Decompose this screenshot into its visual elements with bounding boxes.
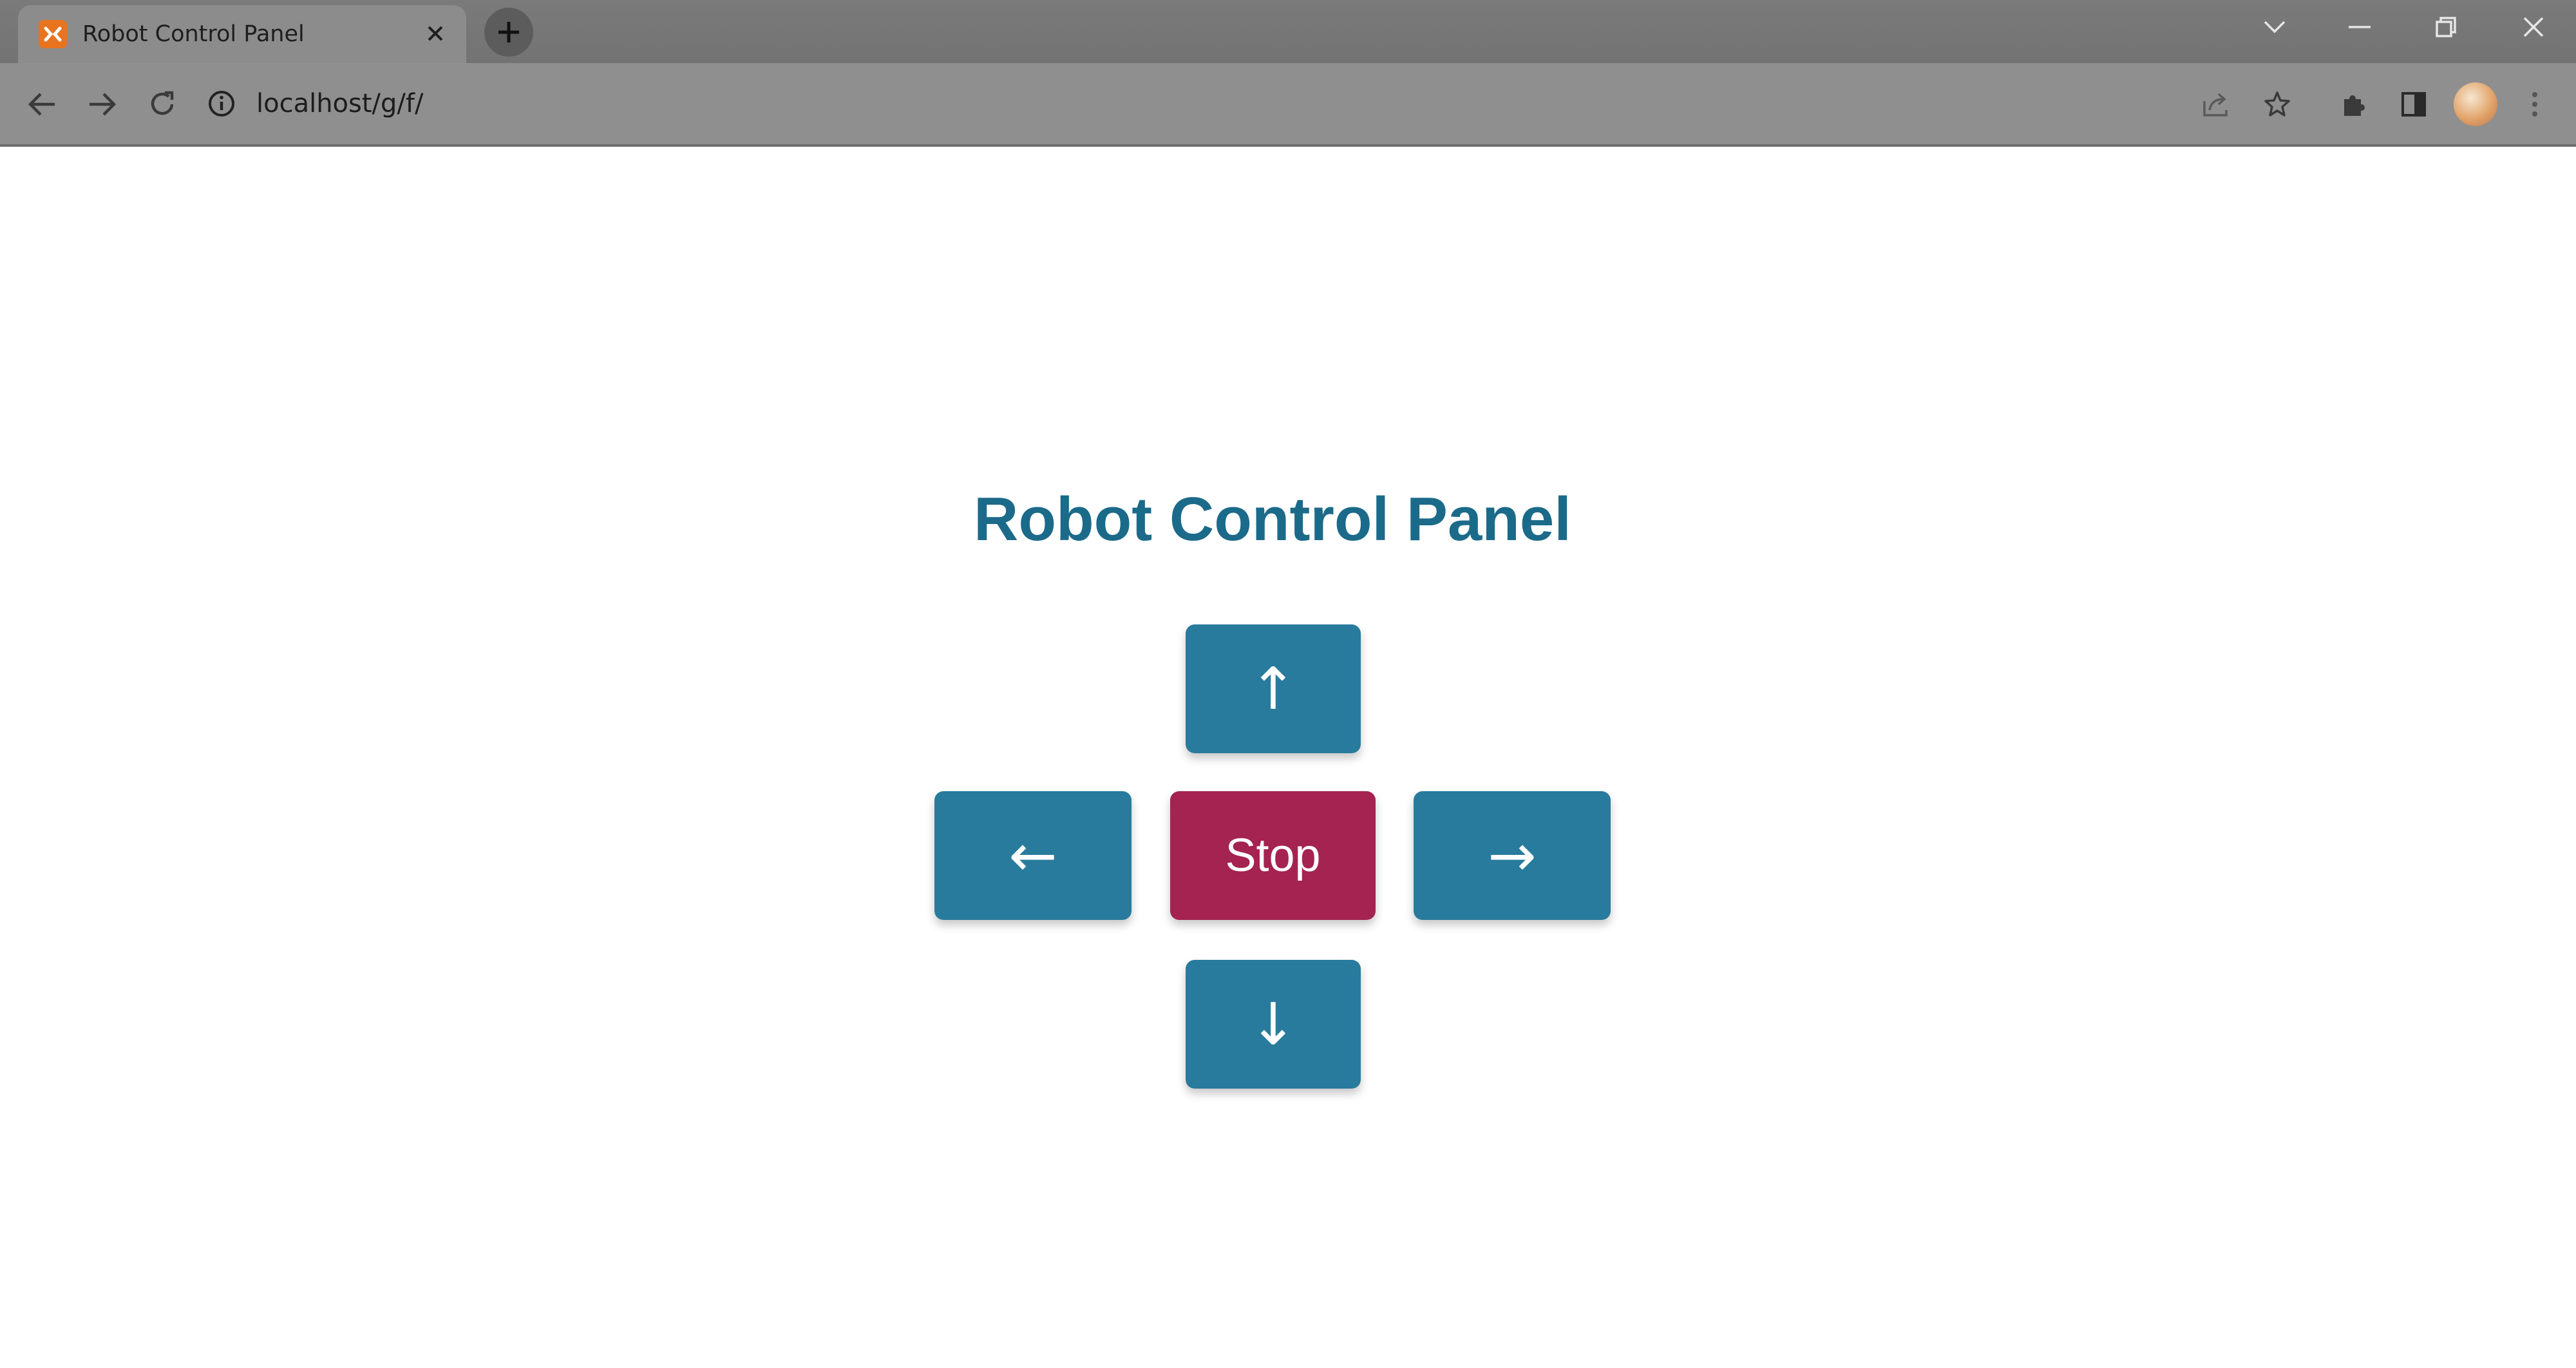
move-left-button[interactable]: ← (934, 791, 1132, 920)
page-title: Robot Control Panel (974, 485, 1571, 554)
close-window-button[interactable] (2495, 0, 2572, 54)
restore-icon (2436, 17, 2456, 37)
browser-tab[interactable]: Robot Control Panel (18, 5, 466, 63)
close-icon[interactable] (416, 14, 455, 53)
share-icon (2203, 93, 2228, 117)
reload-icon (151, 91, 174, 115)
stop-button[interactable]: Stop (1170, 791, 1376, 920)
side-panel-button[interactable] (2389, 80, 2438, 129)
tab-title: Robot Control Panel (82, 21, 305, 47)
puzzle-icon (2344, 95, 2365, 116)
url-text: localhost/g/f/ (256, 89, 424, 118)
tab-search-button[interactable] (2236, 0, 2313, 54)
side-panel-icon (2401, 92, 2426, 117)
profile-avatar[interactable] (2454, 82, 2497, 126)
new-tab-button[interactable] (484, 8, 533, 57)
reload-button[interactable] (138, 80, 187, 129)
xampp-icon (39, 20, 67, 48)
tab-strip: Robot Control Panel (0, 0, 2576, 63)
arrow-right-icon (90, 93, 117, 116)
browser-menu-button[interactable] (2510, 80, 2559, 129)
move-up-button[interactable]: ↑ (1186, 624, 1361, 753)
star-icon (2264, 91, 2290, 117)
minimize-button[interactable] (2321, 0, 2398, 54)
extensions-button[interactable] (2329, 80, 2378, 129)
move-right-button[interactable]: → (1414, 791, 1611, 920)
chevron-down-icon (2264, 21, 2286, 33)
restore-button[interactable] (2407, 0, 2485, 54)
info-icon[interactable] (207, 89, 236, 118)
back-button[interactable] (17, 80, 66, 129)
address-bar[interactable]: localhost/g/f/ (207, 75, 2172, 133)
kebab-menu-icon (2532, 92, 2537, 117)
move-down-button[interactable]: ↓ (1186, 960, 1361, 1089)
minimize-icon (2349, 26, 2371, 28)
browser-toolbar: localhost/g/f/ (0, 63, 2576, 147)
share-button[interactable] (2192, 80, 2241, 129)
arrow-left-icon (28, 93, 55, 116)
forward-button[interactable] (79, 80, 128, 129)
bookmark-button[interactable] (2253, 80, 2302, 129)
close-icon (2523, 17, 2544, 37)
plus-icon (498, 22, 519, 42)
